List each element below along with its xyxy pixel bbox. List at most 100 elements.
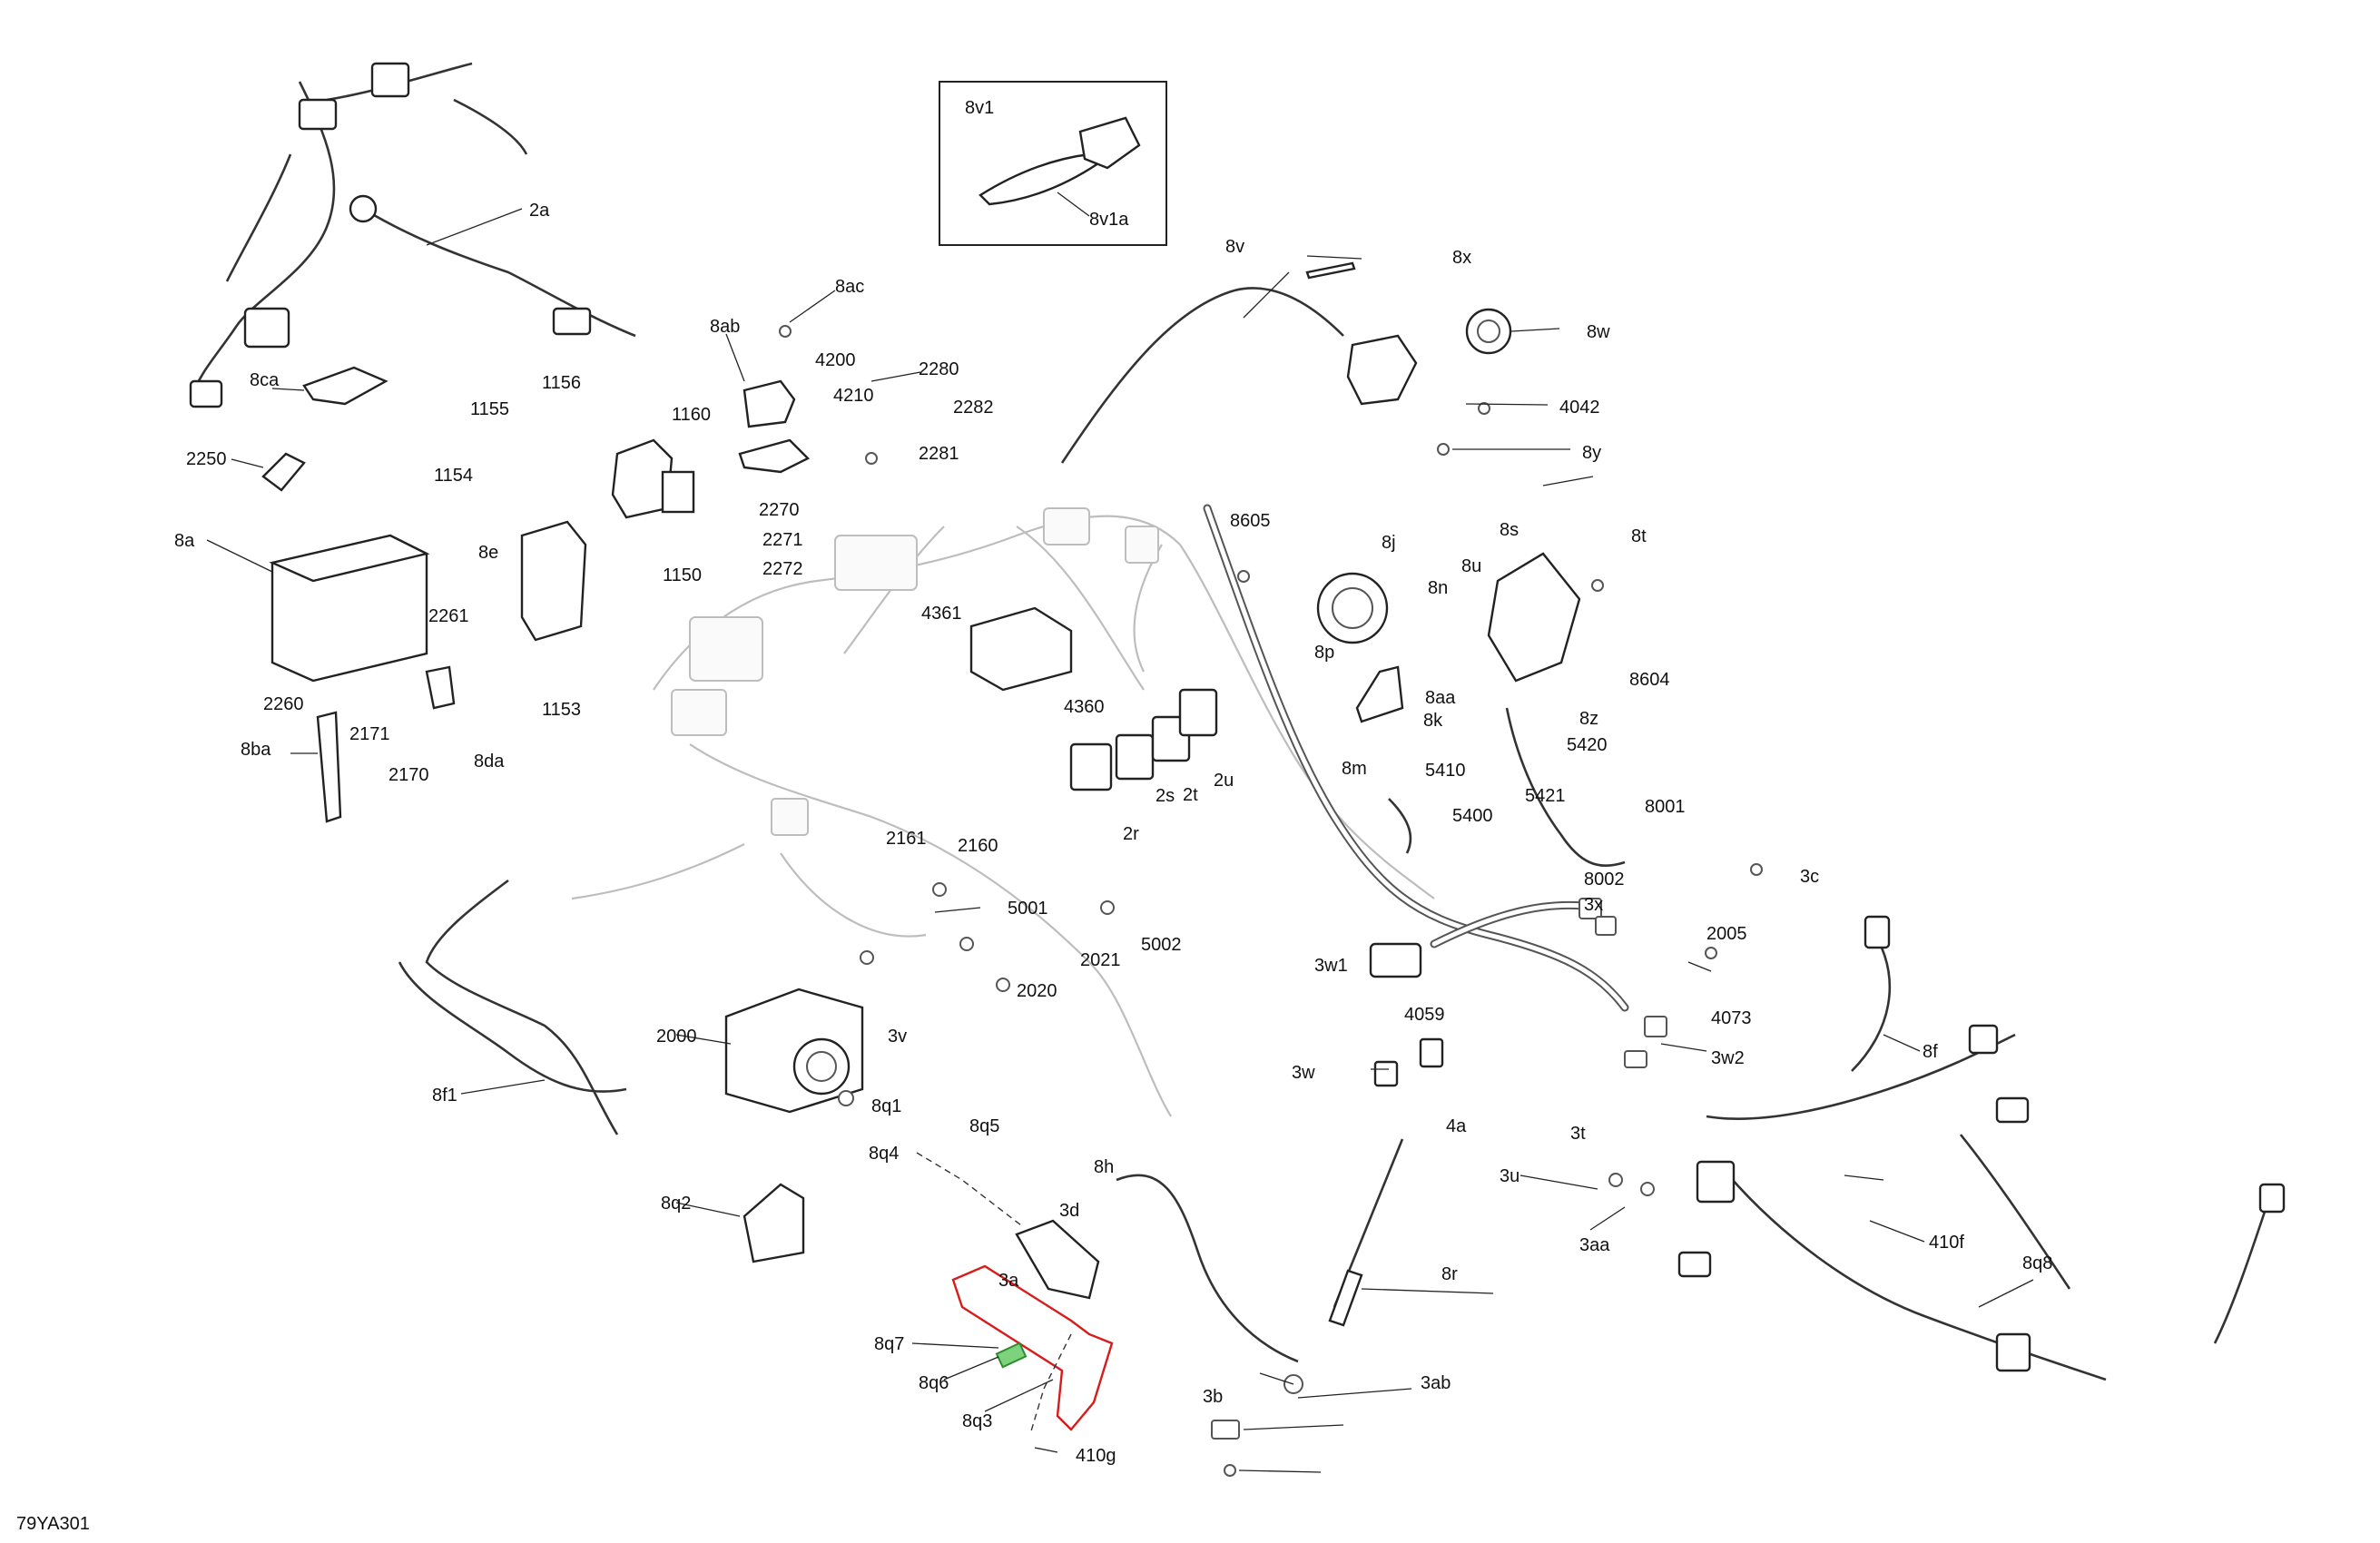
callout: 2260: [263, 694, 304, 714]
main-harness-trunk: [1203, 504, 1629, 1012]
callout: 8v: [1225, 237, 1244, 257]
callout: 4361: [921, 604, 962, 624]
callout: 5420: [1567, 735, 1608, 755]
callout: 4200: [815, 350, 856, 370]
callout: 3ab: [1421, 1373, 1451, 1393]
callout: 3b: [1203, 1387, 1223, 1407]
callout: 8h: [1094, 1157, 1114, 1177]
callout: 2t: [1183, 785, 1198, 805]
part-shapes: [261, 261, 2286, 1477]
callout: 410f: [1929, 1233, 1964, 1253]
callout: 3c: [1800, 867, 1819, 887]
callout: 2270: [759, 500, 800, 520]
callout: 8f1: [432, 1086, 457, 1106]
callout: 3w2: [1711, 1048, 1745, 1068]
callout: 3aa: [1579, 1235, 1610, 1255]
callout: 3x: [1584, 895, 1603, 915]
callout: 8q8: [2022, 1253, 2052, 1273]
callout: 3u: [1500, 1166, 1519, 1186]
callout: 8002: [1584, 870, 1625, 889]
callout: 4210: [833, 386, 874, 406]
callout: 8s: [1500, 520, 1519, 540]
callout: 8ab: [710, 317, 740, 337]
callout: 8e: [478, 543, 498, 563]
callout: 1153: [542, 700, 581, 720]
drawing-id: 79YA301: [16, 1514, 90, 1534]
harness-2a: [189, 62, 636, 408]
callout: 2161: [886, 829, 927, 849]
leader-lines: [206, 208, 2034, 1473]
callout: 2000: [656, 1027, 697, 1047]
callout: 4059: [1404, 1005, 1445, 1025]
callout: 1150: [663, 565, 702, 585]
callout: 3t: [1570, 1124, 1586, 1144]
callout: 4360: [1064, 697, 1105, 717]
callout: 8605: [1230, 511, 1271, 531]
callout: 8w: [1587, 322, 1610, 342]
callout: 1155: [470, 399, 509, 419]
callout: 8j: [1382, 533, 1396, 553]
callout: 8t: [1631, 526, 1647, 546]
callout: 2280: [919, 359, 959, 379]
callout: 8q3: [962, 1411, 992, 1431]
callout: 4042: [1559, 398, 1600, 418]
callout: 8z: [1579, 709, 1598, 729]
callout: 5421: [1525, 786, 1566, 806]
callout: 8m: [1342, 759, 1367, 779]
callout: 3d: [1059, 1201, 1079, 1221]
callout: 5002: [1141, 935, 1182, 955]
callout-labels: 2a 8ac 8ab 4200 4210 2280 2282 2281 8ca …: [16, 98, 2052, 1534]
callout: 8q2: [661, 1194, 691, 1214]
callout: 4073: [1711, 1008, 1752, 1028]
callout: 2271: [762, 530, 803, 550]
callout: 2u: [1214, 771, 1234, 791]
callout: 3w: [1292, 1063, 1315, 1083]
callout: 2160: [958, 836, 998, 856]
callout: 8001: [1645, 797, 1686, 817]
inset-title: 8v1: [965, 98, 994, 118]
callout: 8a: [174, 531, 195, 551]
callout: 1160: [672, 405, 711, 425]
callout: 8da: [474, 752, 505, 772]
callout: 8q6: [919, 1373, 949, 1393]
callout: 2021: [1080, 950, 1121, 970]
callout: 8604: [1629, 670, 1670, 690]
callout: 2s: [1156, 786, 1175, 806]
callout: 8y: [1582, 443, 1601, 463]
callout: 8u: [1461, 556, 1481, 576]
callout: 5410: [1425, 761, 1466, 781]
callout: 3a: [998, 1271, 1019, 1291]
callout: 2281: [919, 444, 959, 464]
callout: 2a: [529, 201, 550, 221]
callout: 2272: [762, 559, 803, 579]
callout: 8p: [1314, 643, 1334, 663]
callout: 8q5: [969, 1116, 999, 1136]
callout: 5001: [1008, 899, 1048, 919]
key-inset-box: [939, 81, 1167, 246]
callout: 2170: [388, 765, 429, 785]
callout: 8ca: [250, 370, 280, 390]
callout: 8ac: [835, 277, 864, 297]
callout: 8k: [1423, 711, 1443, 731]
callout: 8q1: [871, 1096, 901, 1116]
callout: 8x: [1452, 248, 1471, 268]
callout: 410g: [1076, 1446, 1116, 1466]
callout: 2r: [1123, 824, 1139, 844]
callout: 8q4: [869, 1144, 899, 1164]
callout: 4a: [1446, 1116, 1467, 1136]
callout: 1154: [434, 466, 473, 486]
callout: 2261: [428, 606, 469, 626]
callout: 5400: [1452, 806, 1493, 826]
callout: 2005: [1706, 924, 1747, 944]
inset-key-label: 8v1a: [1089, 210, 1129, 230]
callout: 8f: [1923, 1042, 1938, 1062]
callout: 8n: [1428, 578, 1448, 598]
callout: 3v: [888, 1027, 907, 1047]
callout: 1156: [542, 373, 581, 393]
callout: 8q7: [874, 1334, 904, 1354]
callout: 3w1: [1314, 956, 1348, 976]
callout: 8aa: [1425, 688, 1456, 708]
callout: 8r: [1441, 1264, 1458, 1284]
callout: 2171: [349, 724, 390, 744]
